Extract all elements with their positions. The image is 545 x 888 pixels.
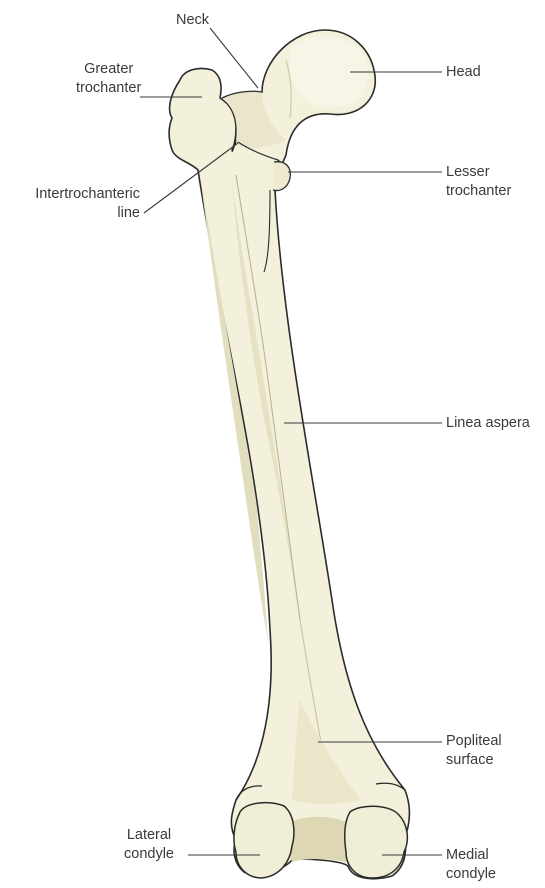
label-lesser-trochanter-line1: Lesser <box>446 163 511 182</box>
label-greater-trochanter: Greater trochanter <box>76 60 141 98</box>
label-greater-trochanter-line1: Greater <box>76 60 141 79</box>
label-medial-condyle: Medial condyle <box>446 846 496 884</box>
label-neck-text: Neck <box>176 11 209 30</box>
femur-bone <box>169 30 409 879</box>
label-greater-trochanter-line2: trochanter <box>76 79 141 98</box>
label-linea-aspera: Linea aspera <box>446 414 530 433</box>
label-intertrochanteric-line: Intertrochanteric line <box>8 185 140 223</box>
label-popliteal-surface-line2: surface <box>446 751 502 770</box>
label-head: Head <box>446 63 481 82</box>
label-lateral-condyle-line1: Lateral <box>124 826 174 845</box>
label-medial-condyle-line2: condyle <box>446 865 496 884</box>
label-lesser-trochanter-line2: trochanter <box>446 182 511 201</box>
medial-condyle-shape <box>345 806 408 878</box>
intercondylar-fossa <box>289 817 348 862</box>
label-head-text: Head <box>446 63 481 82</box>
label-neck: Neck <box>176 11 209 30</box>
label-linea-aspera-text: Linea aspera <box>446 414 530 433</box>
lesser-trochanter-shape <box>273 162 290 191</box>
label-medial-condyle-line1: Medial <box>446 846 496 865</box>
label-popliteal-surface-line1: Popliteal <box>446 732 502 751</box>
label-popliteal-surface: Popliteal surface <box>446 732 502 770</box>
femur-silhouette <box>169 30 409 879</box>
label-intertrochanteric-line1: Intertrochanteric <box>8 185 140 204</box>
label-lateral-condyle: Lateral condyle <box>124 826 174 864</box>
label-lesser-trochanter: Lesser trochanter <box>446 163 511 201</box>
label-lateral-condyle-line2: condyle <box>124 845 174 864</box>
label-intertrochanteric-line2: line <box>8 204 140 223</box>
